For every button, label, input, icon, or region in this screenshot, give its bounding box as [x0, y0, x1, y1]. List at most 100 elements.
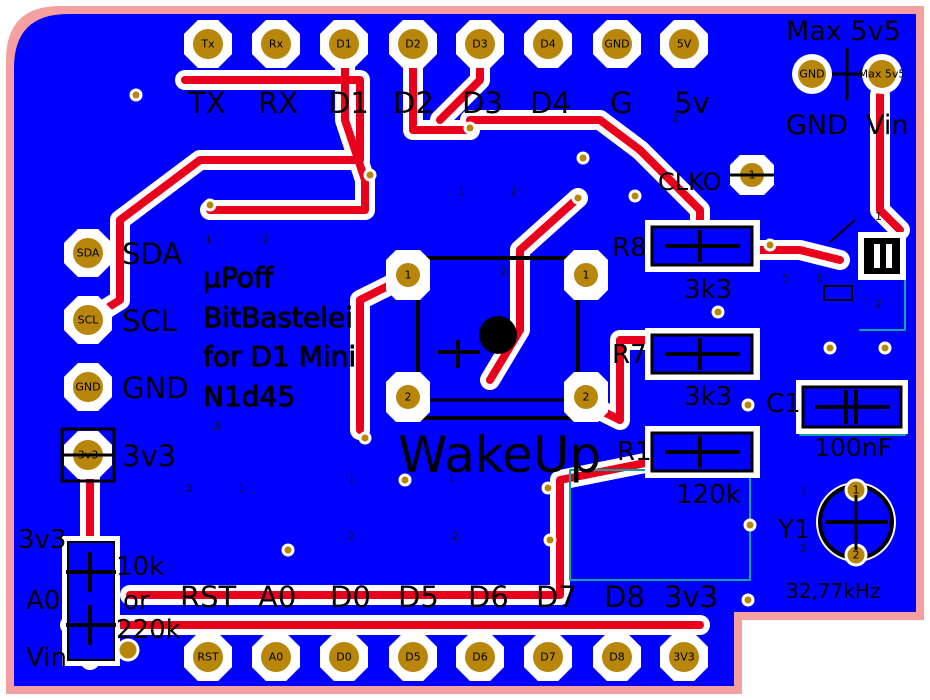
y1-pin-2: 2	[853, 549, 860, 562]
pin-num: 2	[500, 265, 507, 278]
header_top-pad-label: D1	[336, 38, 351, 51]
pin-number-labels: 1 2 1 2 1 2 3 2 1 2 2 1 2 1 2 1 2	[186, 112, 882, 555]
header_top-pin-label: G	[610, 86, 632, 120]
pin-num: 2	[348, 530, 355, 543]
left-header-pad	[73, 305, 103, 335]
c1-ref: C1	[766, 389, 801, 419]
power-pad-vin-copper	[868, 60, 896, 88]
header_top-pad-label: D2	[405, 38, 420, 51]
header_top-pin-label: 5v	[674, 86, 710, 120]
left-header-pad	[73, 238, 103, 268]
chip-pin-6: 6	[816, 272, 823, 285]
left-header-pad-label: GND	[75, 381, 100, 394]
r7-ref: R7	[612, 340, 647, 370]
power-header-title: Max 5v5	[786, 16, 901, 47]
resistor-r8: R8 3k3	[612, 220, 760, 305]
rtc-chip: 5 6	[782, 219, 906, 301]
header_top-pad	[602, 29, 632, 59]
button-pin-2a: 2	[405, 391, 412, 404]
resistor-r1: R1 120k	[617, 426, 760, 510]
power-label-gnd: GND	[786, 110, 848, 141]
header_bottom-pin-label: A0	[258, 580, 296, 614]
header_bottom-pad	[193, 642, 223, 672]
pin-num: 1	[875, 210, 882, 223]
button-pin-1a: 1	[405, 269, 412, 282]
clko-label: CLKO	[658, 168, 721, 196]
jumper-option-10k: 10k	[116, 552, 164, 582]
header_bottom-pad	[465, 642, 495, 672]
r8-value: 3k3	[684, 275, 732, 305]
header_top-pin-label: D3	[462, 86, 503, 120]
header_bottom-pin-label: D8	[604, 580, 645, 614]
header_top-pin-label: D1	[328, 86, 369, 120]
wakeup-button: 1 1 2 2 WakeUp	[386, 250, 608, 484]
board-text-line2: BitBastelei	[203, 301, 353, 334]
power-pad-gnd-label: GND	[799, 68, 824, 81]
jumper-label-3v3: 3v3	[18, 525, 66, 555]
header_bottom-pad	[329, 642, 359, 672]
button-actuator	[479, 316, 517, 354]
jumper-label-vin: Vin	[26, 643, 67, 673]
header_top-pin-label: RX	[258, 86, 298, 120]
header_top-pad-label: GND	[604, 38, 629, 51]
board-text-line4: N1d45	[203, 380, 295, 413]
vias	[121, 88, 892, 657]
header_bottom-pad-label: RST	[197, 651, 219, 664]
pin-num: 1	[448, 472, 455, 485]
jumper-option-220k: 220k	[116, 615, 181, 645]
header_bottom-pad-label: D7	[540, 651, 555, 664]
pin-num: 2	[672, 112, 679, 125]
header_bottom-pad-label: D0	[336, 651, 351, 664]
header_bottom-pin-label: D0	[330, 580, 371, 614]
board-text-line1: µPoff	[203, 261, 274, 294]
left-header-pad-label: SCL	[78, 314, 100, 327]
header_bottom-pad	[533, 642, 563, 672]
pin-num: 2	[186, 482, 193, 495]
power-label-vin: Vin	[866, 110, 909, 141]
board-text-line3: for D1 Mini	[203, 340, 356, 373]
header_bottom-pin-label: RST	[180, 580, 237, 614]
y1-pin-1: 1	[853, 484, 860, 497]
header_bottom-pad-label: D8	[609, 651, 624, 664]
header_top-pin-label: TX	[187, 86, 226, 120]
pin-num: 2	[800, 542, 807, 555]
header_top-pad-label: 5V	[677, 38, 692, 51]
header_top-pad	[329, 29, 359, 59]
crystal-y1: 1 2 Y1 32,77kHz	[777, 478, 896, 603]
pin-num: 1	[800, 485, 807, 498]
capacitor-c1: C1 100nF	[766, 380, 908, 462]
header_bottom-pin-label: D5	[398, 580, 439, 614]
header_top-pad	[669, 29, 699, 59]
header_bottom-pad	[602, 642, 632, 672]
resistor-r7: R7 3k3	[612, 328, 760, 412]
header_top-pad	[193, 29, 223, 59]
left-header-pin-label: 3v3	[122, 439, 176, 473]
left-header-pin-label: SDA	[122, 237, 182, 271]
header_bottom-pad	[398, 642, 428, 672]
clko-pin: 1	[749, 169, 756, 182]
r8-ref: R8	[612, 233, 647, 263]
clko-testpoint: 1 CLKO	[658, 155, 774, 196]
board-description: µPoff BitBastelei for D1 Mini N1d45	[203, 261, 357, 414]
pin-num: 2	[452, 530, 459, 543]
power-header: GND Max 5v5 Max 5v5 GND Vin	[786, 16, 909, 141]
jumper-option-or: or	[123, 586, 150, 616]
header_bottom-pin-label: 3v3	[664, 580, 718, 614]
header_bottom-pad	[669, 642, 699, 672]
header_top-pad-label: Rx	[269, 38, 284, 51]
left-header-pad	[73, 372, 103, 402]
c1-value: 100nF	[814, 433, 892, 462]
pin-num: 1	[205, 233, 212, 246]
header_bottom-pad-label: A0	[269, 651, 284, 664]
header_top-pad	[533, 29, 563, 59]
left-header-pin-label: SCL	[122, 304, 177, 338]
address-jumper: 3v3 A0 Vin 10k or 220k	[18, 525, 181, 673]
pin-num: 2	[262, 233, 269, 246]
header_bottom-pad-label: 3V3	[673, 651, 695, 664]
pin-num: 1	[458, 185, 465, 198]
header_top-pad-label: Tx	[200, 38, 215, 51]
left-header-pin-label: GND	[122, 371, 189, 405]
